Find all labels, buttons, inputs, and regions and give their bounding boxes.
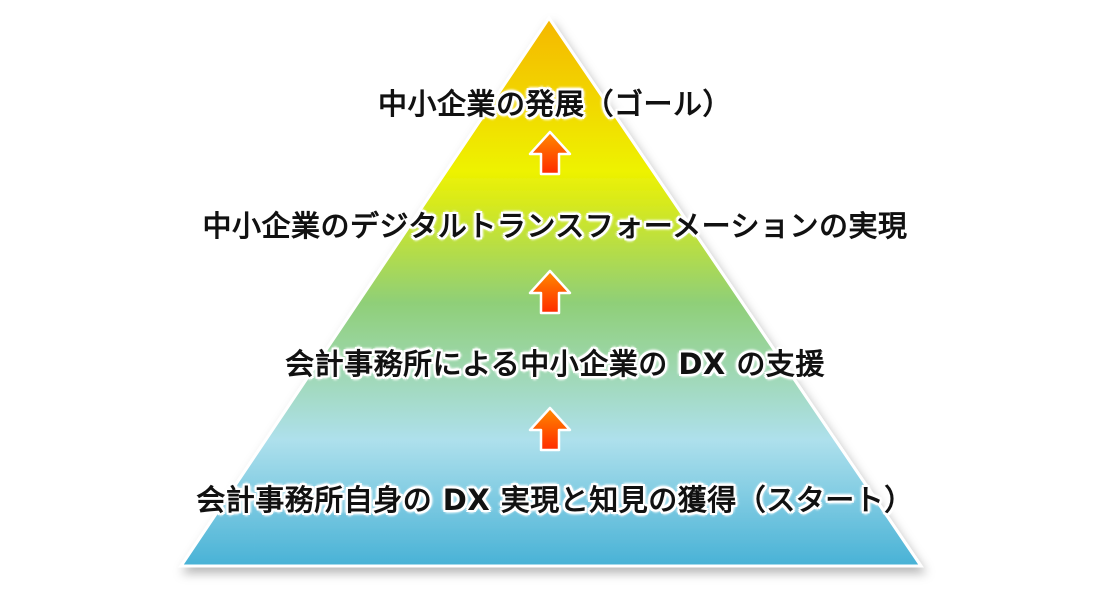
tier-dx-realization-label: 中小企業のデジタルトランスフォーメーションの実現 [202, 209, 908, 243]
tier-firm-support-label: 会計事務所による中小企業の DX の支援 [285, 347, 825, 381]
up-arrow-icon [528, 130, 572, 176]
tier-start-label: 会計事務所自身の DX 実現と知見の獲得（スタート） [196, 483, 914, 517]
up-arrow-icon [528, 269, 572, 315]
tier-goal-label: 中小企業の発展（ゴール） [377, 87, 732, 121]
up-arrow-icon [528, 406, 572, 452]
